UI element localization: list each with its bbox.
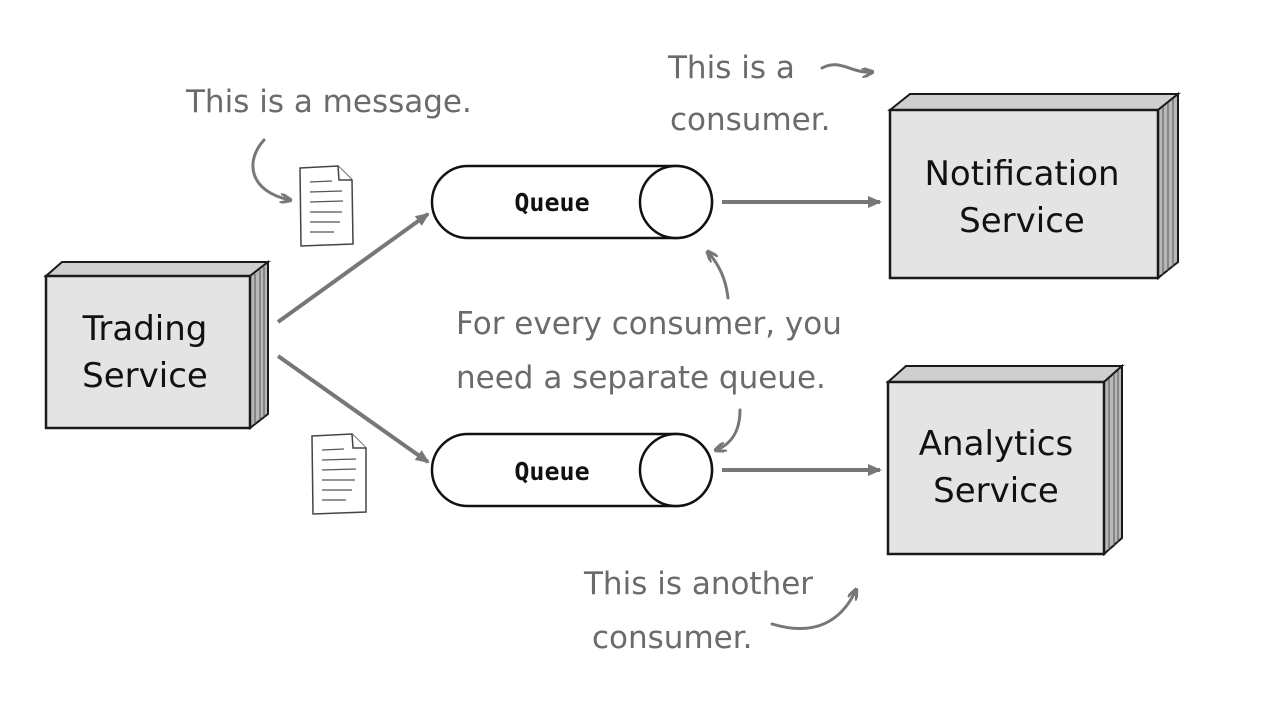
annotation-message: This is a message. [185,84,472,120]
notification-service-box: Notification Service [887,91,1181,281]
curl-arrow-message [251,138,290,200]
message-document-icon [299,165,354,247]
annotation-consumer-line1: This is a [667,50,795,86]
curl-arrow-consumer [820,63,872,72]
annotation-another-line2: consumer. [592,620,752,656]
notification-service-label-line2: Service [959,201,1085,241]
arrow-trading-to-top-queue [276,212,430,324]
trading-service-label-line2: Service [82,356,208,396]
analytics-service-label-line1: Analytics [919,424,1073,464]
arrow-trading-to-bottom-queue [276,354,430,464]
annotation-consumer-line2: consumer. [670,102,830,138]
curl-arrow-to-top-queue [708,252,730,300]
curl-arrow-another-consumer [770,590,856,631]
message-document-icon [311,433,367,515]
queue-top: Queue [430,164,714,240]
notification-service-label-line1: Notification [924,154,1119,194]
annotation-separate-line1: For every consumer, you [456,306,842,342]
queue-bottom: Queue [430,432,714,508]
trading-service-box: Trading Service [43,259,271,431]
queue-top-label: Queue [514,188,589,217]
queue-bottom-label: Queue [514,457,589,486]
annotation-another-line1: This is another [583,566,813,602]
curl-arrow-to-bottom-queue [716,408,742,450]
analytics-service-box: Analytics Service [885,363,1125,557]
annotation-separate-line2: need a separate queue. [456,360,826,396]
trading-service-label-line1: Trading [82,309,208,349]
analytics-service-label-line2: Service [933,471,1059,511]
